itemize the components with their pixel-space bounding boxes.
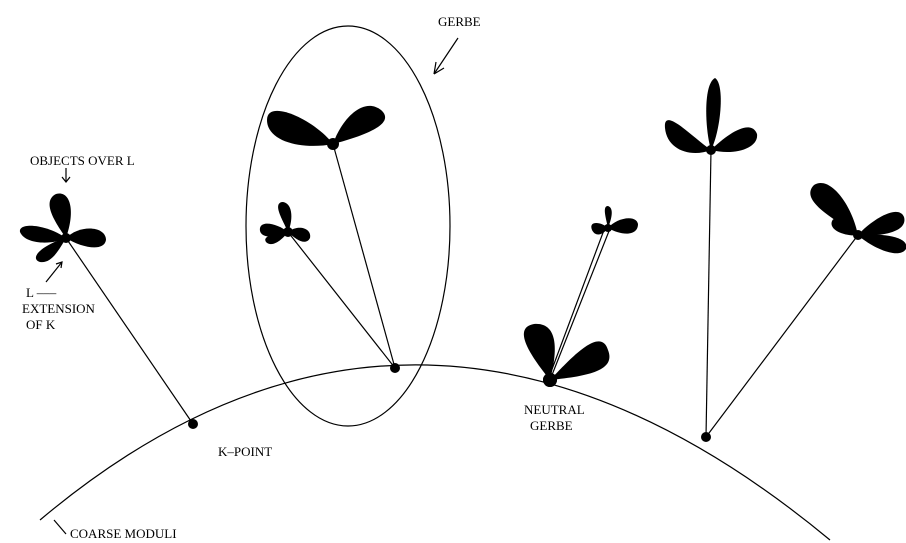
label-neutral-gerbe-1: NEUTRAL bbox=[524, 402, 585, 417]
flower-objects-over-l bbox=[19, 193, 106, 263]
stems bbox=[65, 143, 859, 438]
right-base-dot bbox=[701, 432, 711, 442]
label-gerbe: GERBE bbox=[438, 14, 481, 29]
flower-right-tall bbox=[664, 78, 758, 155]
label-k-point: K–POINT bbox=[218, 444, 272, 459]
label-l-extension-3: OF K bbox=[26, 317, 56, 332]
l-extension-arrow bbox=[45, 261, 63, 283]
flower-neutral-top bbox=[591, 206, 638, 235]
label-neutral-gerbe-2: GERBE bbox=[530, 418, 573, 433]
label-l-extension-2: EXTENSION bbox=[22, 301, 96, 316]
label-objects-over-l: OBJECTS OVER L bbox=[30, 153, 135, 168]
gerbe-ellipse bbox=[245, 25, 451, 427]
gerbe-base-dot bbox=[390, 363, 400, 373]
coarse-moduli-curve bbox=[39, 364, 831, 541]
flower-gerbe-small bbox=[259, 202, 311, 245]
coarse-moduli-pointer bbox=[53, 519, 67, 535]
flower-far-right bbox=[810, 183, 906, 254]
label-coarse-moduli: COARSE MODULI bbox=[70, 526, 177, 541]
objects-over-l-arrow bbox=[61, 168, 71, 183]
label-l-extension-1: L ––– bbox=[26, 285, 57, 300]
k-point-dot bbox=[188, 419, 198, 429]
flower-neutral-base bbox=[523, 323, 610, 387]
flower-gerbe-large bbox=[267, 105, 386, 150]
gerbe-arrow bbox=[433, 37, 459, 75]
